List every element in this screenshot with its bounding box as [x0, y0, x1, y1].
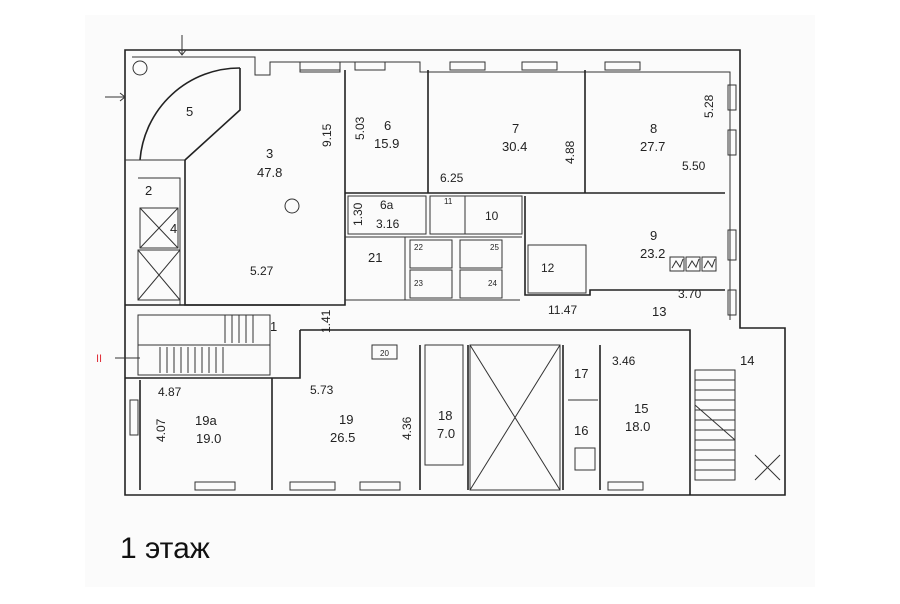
- plan-sheet: [85, 15, 815, 587]
- shaft-large: [469, 344, 561, 491]
- dim-9-15: 9.15: [320, 123, 334, 147]
- room-6a-area: 3.16: [376, 217, 400, 231]
- entrance-arrow-icon: [105, 92, 126, 102]
- room-18-area: 7.0: [437, 426, 455, 441]
- room-21-label: 21: [368, 250, 382, 265]
- room-6a-label: 6а: [380, 198, 394, 212]
- dim-4-88: 4.88: [563, 140, 577, 164]
- room-22-label: 22: [414, 243, 423, 252]
- room-4-label: 4: [170, 221, 177, 236]
- inner-outer-wall: [132, 56, 731, 320]
- room-19-area: 26.5: [330, 430, 355, 445]
- staircase-1: [159, 315, 254, 373]
- room-11-label: 11: [444, 197, 453, 206]
- dim-11-47: 11.47: [548, 303, 577, 317]
- dim-5-28: 5.28: [702, 94, 716, 118]
- room-9-area: 23.2: [640, 246, 665, 261]
- room-9-label: 9: [650, 228, 657, 243]
- room-17-label: 17: [574, 366, 588, 381]
- room-14-label: 14: [740, 353, 754, 368]
- room-18: [424, 344, 464, 466]
- room-5-label: 5: [186, 104, 193, 119]
- dimension-labels: 9.15 5.27 5.03 1.30 6.25 4.88 5.28 5.50 …: [154, 94, 716, 442]
- room-7-label: 7: [512, 121, 519, 136]
- dim-4-36: 4.36: [400, 416, 414, 440]
- windows: [129, 61, 737, 491]
- room-25-label: 25: [490, 243, 499, 252]
- entrance-arrow-icon: [177, 35, 187, 56]
- dim-4-87: 4.87: [158, 385, 182, 399]
- floor-title: 1 этаж: [120, 532, 210, 565]
- staircase-14: [694, 369, 781, 481]
- column-icon: [284, 198, 300, 214]
- room-labels: 5 2 4 3 47.8 6 15.9 6а 3.16 7 30.4 8 27.…: [145, 104, 754, 446]
- room-18-label: 18: [438, 408, 452, 423]
- room-5-diagonal-wall: [184, 68, 241, 161]
- room-23-label: 23: [414, 279, 423, 288]
- room-6-label: 6: [384, 118, 391, 133]
- room-15-area: 18.0: [625, 419, 650, 434]
- room-13-label: 13: [652, 304, 666, 319]
- dim-3-46: 3.46: [612, 354, 636, 368]
- room-19-label: 19: [339, 412, 353, 427]
- shaft: [137, 249, 181, 301]
- room-8-label: 8: [650, 121, 657, 136]
- room-10-label: 10: [485, 209, 499, 223]
- room-1-label: 1: [270, 319, 277, 334]
- room-15-label: 15: [634, 401, 648, 416]
- dim-5-50: 5.50: [682, 159, 706, 173]
- room-12-label: 12: [541, 261, 555, 275]
- dim-5-27: 5.27: [250, 264, 274, 278]
- dim-4-07: 4.07: [154, 418, 168, 442]
- radiator-icons: [669, 256, 717, 272]
- room-24-label: 24: [488, 279, 497, 288]
- room-20-label: 20: [380, 349, 389, 358]
- dim-5-73: 5.73: [310, 383, 334, 397]
- entrance-marker: II: [96, 353, 102, 365]
- column-icon: [132, 60, 148, 76]
- room-6-area: 15.9: [374, 136, 399, 151]
- room-19a-area: 19.0: [196, 431, 221, 446]
- dim-3-70: 3.70: [678, 287, 702, 301]
- room-2-label: 2: [145, 183, 152, 198]
- elevator-4: [139, 207, 179, 249]
- dim-6-25: 6.25: [440, 171, 464, 185]
- room-3-area: 47.8: [257, 165, 282, 180]
- room-5-curved-wall: [139, 67, 241, 161]
- dim-5-03: 5.03: [353, 116, 367, 140]
- outer-wall: [124, 49, 786, 496]
- dim-1-41: 1.41: [319, 309, 333, 333]
- dim-1-30: 1.30: [351, 202, 365, 226]
- room-7-area: 30.4: [502, 139, 527, 154]
- room-3-label: 3: [266, 146, 273, 161]
- room-8-area: 27.7: [640, 139, 665, 154]
- room-19a-label: 19а: [195, 413, 217, 428]
- room-16-label: 16: [574, 423, 588, 438]
